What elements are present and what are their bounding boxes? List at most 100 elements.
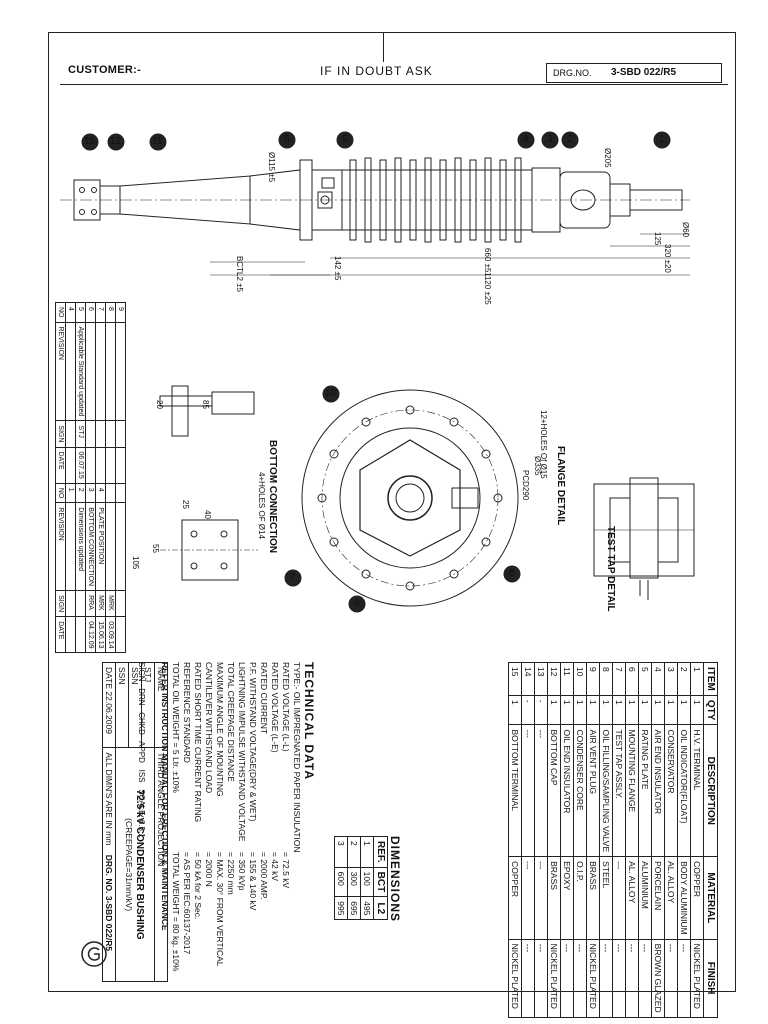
revision-cell [65,322,76,421]
revision-cell [65,502,76,591]
revision-cell: 3 [85,483,96,503]
dimensions-cell: 300 [347,867,361,897]
revision-cell [105,483,116,503]
parts-col-description: DESCRIPTION [703,724,718,857]
dimensions-cell: 600 [334,867,348,897]
l2-label: L2 ±5 [235,272,244,292]
revision-cell: Applicable Standard updated [75,322,86,421]
dim-115-label: Ø115 ±5 [267,152,276,183]
parts-cell: 4 [651,662,665,696]
drg-no-label: DRG.NO. [553,68,592,78]
revision-cell: BOTTOM CONNECTION [85,502,96,591]
parts-cell: 1 [508,695,522,725]
parts-cell: MOUNTING FLANGE [625,724,639,857]
revision-header-cell: REVISION [55,322,66,421]
balloons [81,131,671,613]
revision-row: 9 [115,302,126,653]
technical-data-value: = 2000 N [204,852,214,887]
parts-cell: 1 [677,695,691,725]
balloon-7: 7 [290,572,296,583]
parts-header-row: ITEM QTY DESCRIPTION MATERIAL FINISH [703,662,718,1018]
parts-row: 14---------- [521,662,535,1018]
tb-name-label: NAME [154,662,168,748]
tb-drg-no: DRG. NO. 3-SBD 022/R5 [104,854,114,952]
flange-detail [301,389,519,607]
dimensions-cell: 995 [334,896,348,920]
parts-cell: --- [638,939,652,1018]
balloon-10: 10 [325,388,337,399]
tb-date: DATE 22.06.2009 [102,662,116,748]
test-tap-detail [593,477,695,600]
parts-cell: --- [534,939,548,1018]
parts-cell: - [521,695,535,725]
revision-cell [75,590,86,617]
technical-data-key: P.F. WITHSTAND VOLTAGE(DRY & WET) [248,662,258,822]
dim-85-label: 85 [201,400,210,409]
parts-cell: 1 [612,695,626,725]
technical-data-row: RATED VOLTAGE (L-L)= 72.5 kV [280,662,291,982]
parts-cell: AL. ALLOY [664,856,678,940]
balloon-11: 11 [152,136,163,147]
revision-cell: PLATE POSITION [95,502,106,591]
dimensions-cell: 1 [360,836,374,868]
technical-data-key: REFERENCE STANDARD [182,662,192,763]
balloon-9: 9 [354,598,360,609]
revision-cell: 06.07.15 [75,447,86,484]
parts-col-finish: FINISH [703,939,718,1018]
parts-cell: NICKEL PLATED [547,939,561,1018]
tb-dims-note: ALL DIMN'S ARE IN mm [104,752,114,846]
technical-data-row: P.F. WITHSTAND VOLTAGE(DRY & WET) = 155 &… [247,662,258,982]
parts-cell: OIL INDICATOR(FLOAT) [677,724,691,857]
tb-drn-label: DRN [137,688,146,706]
technical-data-value: = 155 & 140 kV [248,852,258,911]
test-tap-label: TEST TAP DETAIL [605,526,616,612]
technical-data-row: CANTILEVER WITHSTAND LOAD= 2000 N [203,662,214,982]
parts-cell: --- [560,939,574,1018]
parts-cell: 1 [690,695,704,725]
bottom-connection [159,385,258,581]
revision-cell: 4 [95,483,106,503]
parts-cell: BOTTOM CAP [547,724,561,857]
parts-cell: 14 [521,662,535,696]
revision-header-cell: SIGN [55,590,66,617]
dim-105-label: 105 [131,556,140,570]
revision-cell [115,322,126,421]
revision-cell [105,420,116,448]
holes-bottom-label: 4+HOLES OF Ø14 [257,472,266,539]
revision-cell: 4 [65,302,76,322]
parts-cell: BRASS [547,856,561,940]
parts-cell: 1 [638,695,652,725]
technical-data-row: RATED CURRENT= 2000 AMP. [258,662,269,982]
revision-cell: Dimensions updated [75,502,86,591]
parts-cell: 13 [534,662,548,696]
parts-cell: 1 [625,695,639,725]
dim-1120-label: 1120 ±25 [483,272,492,305]
technical-data-row: RATED VOLTAGE (L-E)= 42 kV [269,662,280,982]
revision-cell [95,322,106,421]
technical-data-key: RATED VOLTAGE (L-L) [281,662,291,752]
dim-col-l2: L2 [373,896,388,920]
dim-25-label: 25 [181,500,190,509]
revision-cell [65,447,76,484]
parts-cell: BROWN GLAZED [651,939,665,1018]
parts-row: 13---------- [534,662,548,1018]
tb-iss-label: ISS [137,769,146,783]
tb-appd-label: APPD [137,741,146,763]
tb-row-drn: NAME THIRD ANGLE PROJECTION [154,662,168,982]
technical-data-row: RATED SHORT TIME CURRENT RATING= 50 kA f… [192,662,203,982]
technical-data: TECHNICAL DATA TYPE:- OIL IMPREGNATED PA… [159,662,316,982]
revision-cell: 6 [85,302,96,322]
revision-cell: 15.06.13 [95,616,106,653]
dia335-label: Ø335 [533,456,542,476]
balloon-15: 15 [84,136,96,147]
parts-cell: 10 [573,662,587,696]
parts-cell: --- [521,856,535,940]
